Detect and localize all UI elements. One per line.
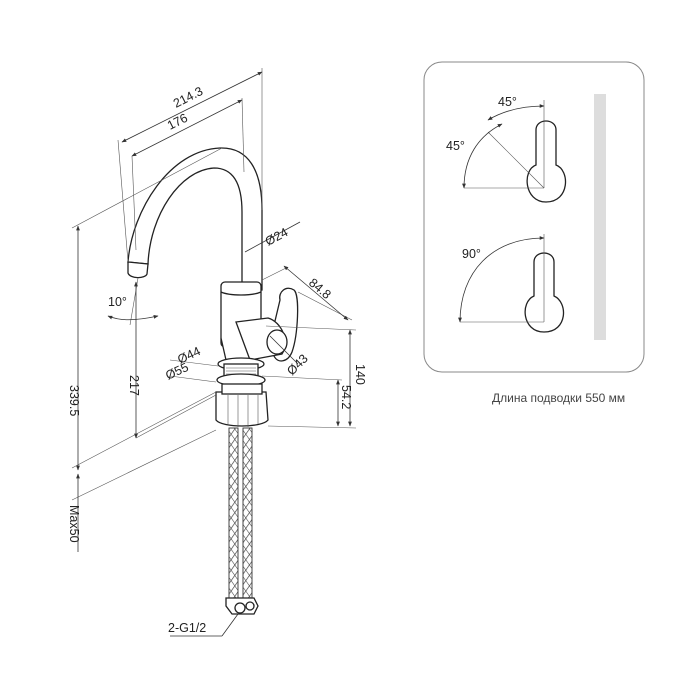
angle-bottom: 90° — [462, 247, 481, 261]
dim-spout-diameter: Ø24 — [263, 225, 290, 248]
spout-tip — [127, 261, 149, 279]
spout-neck — [127, 147, 263, 291]
dimension-lines — [71, 68, 357, 637]
dim-max-mount: Max50 — [67, 505, 81, 543]
dim-connection: 2-G1/2 — [168, 621, 206, 635]
angle-top-b: 45° — [446, 139, 465, 153]
dim-lower-height: 54.2 — [339, 385, 353, 409]
angle-top-a: 45° — [498, 95, 517, 109]
faucet-body — [127, 147, 299, 615]
mounting-nut — [215, 391, 269, 427]
dim-reach-spout: 176 — [165, 111, 190, 133]
dim-outlet-height: 217 — [127, 375, 141, 396]
panel-side-bar — [594, 94, 606, 340]
dim-body-height: 140 — [353, 364, 367, 385]
dim-reach-outer: 214.3 — [171, 84, 205, 111]
rotation-panel: 45° 45° 90° — [423, 61, 645, 373]
hose-length-caption: Длина подводки 550 мм — [492, 391, 625, 405]
dim-spout-angle: 10° — [108, 295, 127, 309]
dim-total-height: 339.5 — [67, 385, 81, 416]
handle-top-shape — [526, 120, 567, 203]
